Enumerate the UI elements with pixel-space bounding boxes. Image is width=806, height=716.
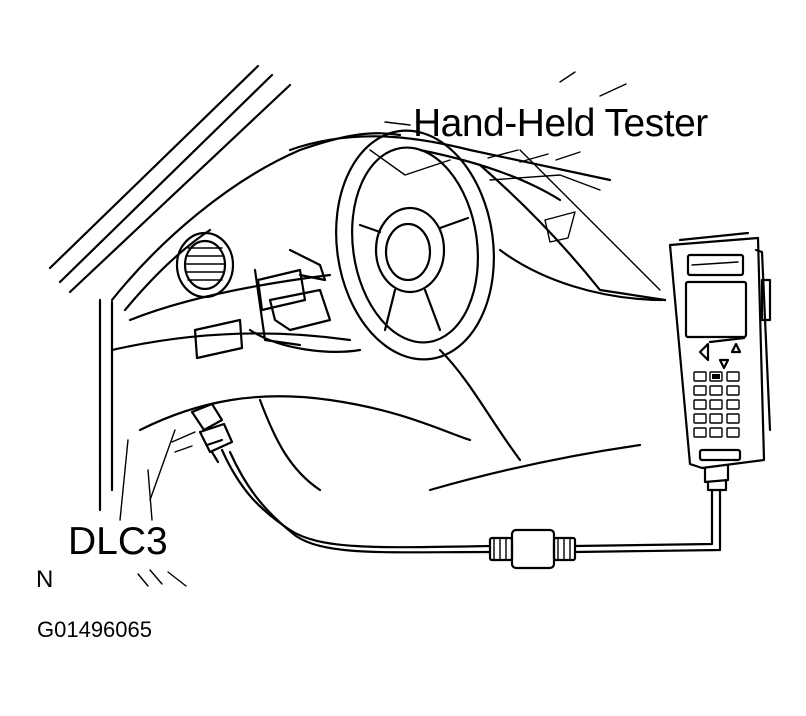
lower-panel	[138, 348, 642, 501]
dashboard	[110, 132, 667, 352]
steering-wheel	[335, 129, 495, 361]
orientation-label: N	[36, 566, 54, 593]
a-pillar	[48, 64, 292, 512]
orientation-ticks	[137, 569, 187, 587]
cable-adapter	[488, 528, 577, 570]
dlc3-connector	[171, 402, 234, 464]
figure-id: G01496065	[37, 617, 152, 642]
connector-label: DLC3	[68, 520, 168, 563]
leader-lines	[119, 121, 661, 521]
air-vent	[175, 231, 235, 299]
tester-cable	[220, 448, 722, 554]
switch-panels	[193, 268, 332, 360]
hand-held-tester	[668, 231, 772, 492]
steering-column	[248, 248, 362, 353]
tester-label: Hand-Held Tester	[413, 102, 708, 145]
